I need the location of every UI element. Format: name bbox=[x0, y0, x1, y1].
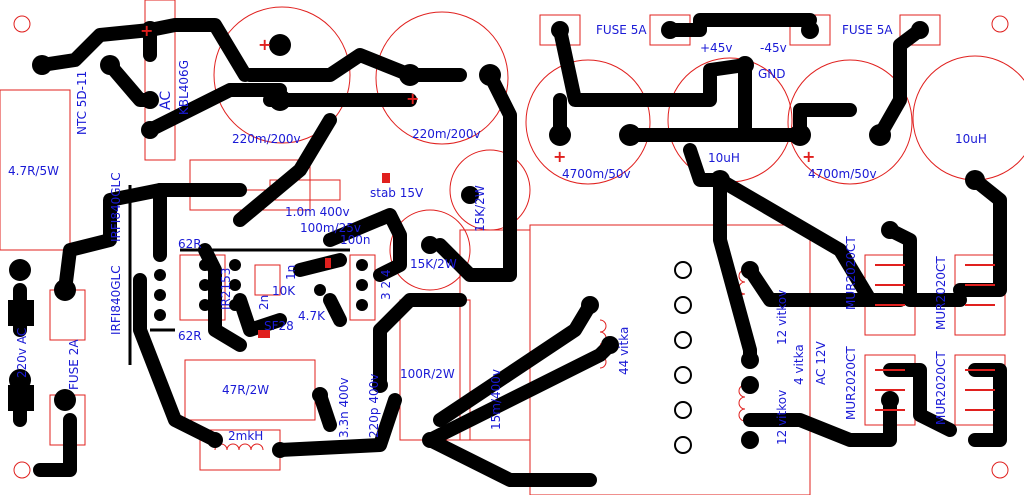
svg-text:+: + bbox=[258, 35, 271, 54]
mur-bars bbox=[875, 264, 995, 411]
svg-text:+: + bbox=[802, 147, 815, 166]
polarity-marks: + + + + + bbox=[140, 21, 815, 166]
copper-traces bbox=[13, 13, 1007, 487]
thin-traces bbox=[128, 185, 350, 365]
svg-text:+: + bbox=[140, 21, 153, 40]
svg-text:+: + bbox=[553, 147, 566, 166]
svg-text:+: + bbox=[406, 89, 419, 108]
pads bbox=[8, 21, 985, 458]
